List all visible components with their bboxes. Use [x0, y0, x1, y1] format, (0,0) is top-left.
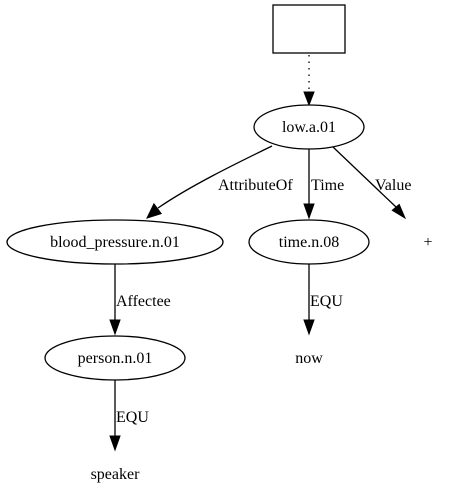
node-plus-label: +: [423, 234, 432, 251]
arrowhead: [391, 203, 407, 220]
node-now-label: now: [295, 350, 323, 367]
node-time-ellipse: [248, 219, 370, 265]
node-time-label: time.n.08: [279, 234, 339, 251]
node-person-label: person.n.01: [78, 350, 153, 367]
edge-blood-pressure-to-person: Affectee: [109, 264, 171, 336]
node-plus: +: [423, 234, 432, 251]
edge-label-equ: EQU: [310, 293, 343, 310]
edge-time-to-now: EQU: [303, 264, 343, 336]
node-low-ellipse: [253, 104, 365, 150]
edge-low-to-time: Time: [303, 149, 344, 220]
node-time: time.n.08: [248, 219, 370, 265]
arrowhead: [303, 203, 315, 220]
arrowhead: [303, 91, 315, 107]
node-speaker: speaker: [91, 466, 141, 483]
node-person-ellipse: [44, 335, 186, 381]
node-blood-pressure: blood_pressure.n.01: [6, 219, 224, 265]
edge-label-attributeof: AttributeOf: [218, 177, 293, 194]
arrowhead: [109, 319, 121, 336]
arrowhead: [146, 202, 163, 219]
edge-root-to-low: [303, 55, 315, 107]
node-low: low.a.01: [253, 104, 365, 150]
node-blood-pressure-ellipse: [6, 219, 224, 265]
node-root: [272, 4, 346, 54]
arrowhead: [303, 319, 315, 336]
node-root-box: [272, 4, 346, 54]
edge-label-time: Time: [311, 177, 344, 194]
node-low-label: low.a.01: [282, 119, 336, 136]
edge-person-to-speaker: EQU: [109, 380, 149, 452]
node-now: now: [295, 350, 323, 367]
edge-low-to-plus: Value: [332, 146, 411, 220]
arrowhead: [109, 435, 121, 452]
edge-low-to-blood-pressure: AttributeOf: [146, 145, 293, 219]
node-speaker-label: speaker: [91, 466, 141, 483]
edge-label-equ: EQU: [116, 409, 149, 426]
node-person: person.n.01: [44, 335, 186, 381]
edge-label-value: Value: [375, 177, 411, 194]
edge-label-affectee: Affectee: [116, 293, 171, 310]
node-blood-pressure-label: blood_pressure.n.01: [50, 234, 180, 251]
